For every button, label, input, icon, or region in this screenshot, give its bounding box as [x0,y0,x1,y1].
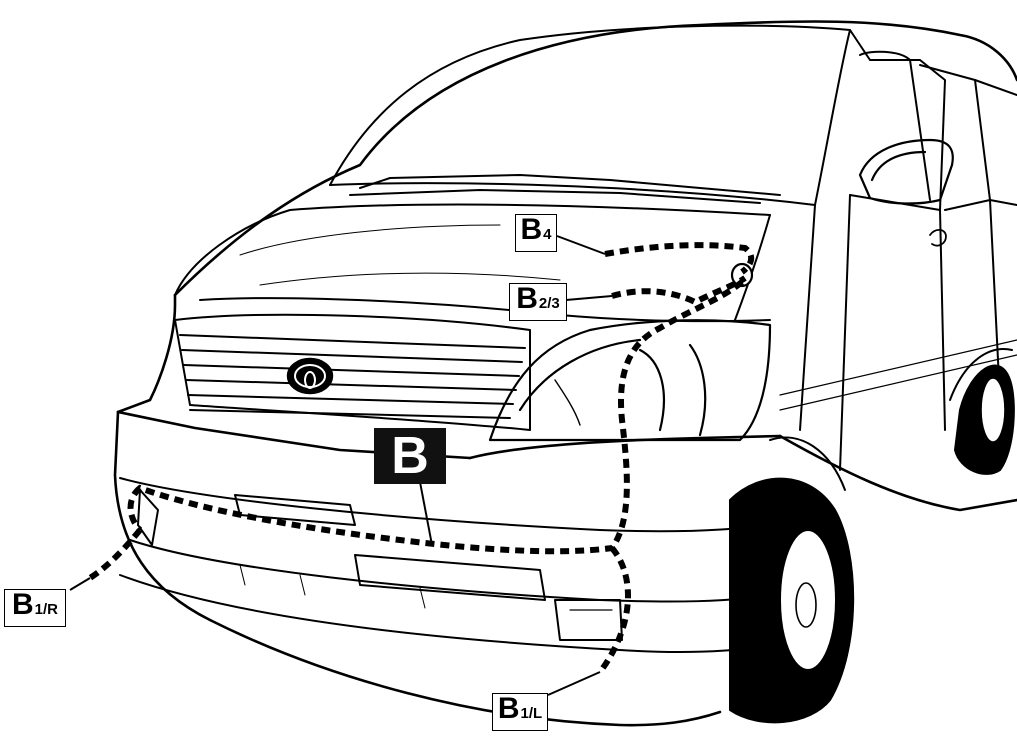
callout-b4-letter: B [520,213,543,246]
callout-b1r-letter: B [11,588,34,621]
van-body-outline [113,20,1017,727]
leader-b4 [556,235,606,255]
grille [174,313,531,431]
leader-b1l [547,671,601,696]
callout-b4-sub: 4 [543,226,552,243]
hood [174,203,771,323]
leader-main [419,481,433,546]
callout-b1l-letter: B [497,692,520,725]
side-mirror [858,138,954,205]
leader-b1r [69,577,91,591]
callout-main: B [374,428,446,484]
door-handle [929,228,947,247]
callout-b23-sub: 2/3 [538,295,560,312]
callout-main-letter: B [391,427,429,485]
callout-b1r-sub: 1/R [34,601,58,618]
brand-logo [286,357,334,395]
wire-route-b4 [604,242,755,275]
wire-route-b1r [88,528,143,581]
windshield [329,24,851,206]
front-wheel [729,477,855,724]
wire-route-main [127,279,744,555]
wire-route-b23 [611,275,747,306]
wheel-arches [769,348,1013,491]
callout-b23-letter: B [516,282,538,315]
leader-b23 [565,295,613,301]
headlight [488,319,772,442]
rear-wheel [954,364,1015,475]
callout-b1l-sub: 1/L [520,705,543,722]
